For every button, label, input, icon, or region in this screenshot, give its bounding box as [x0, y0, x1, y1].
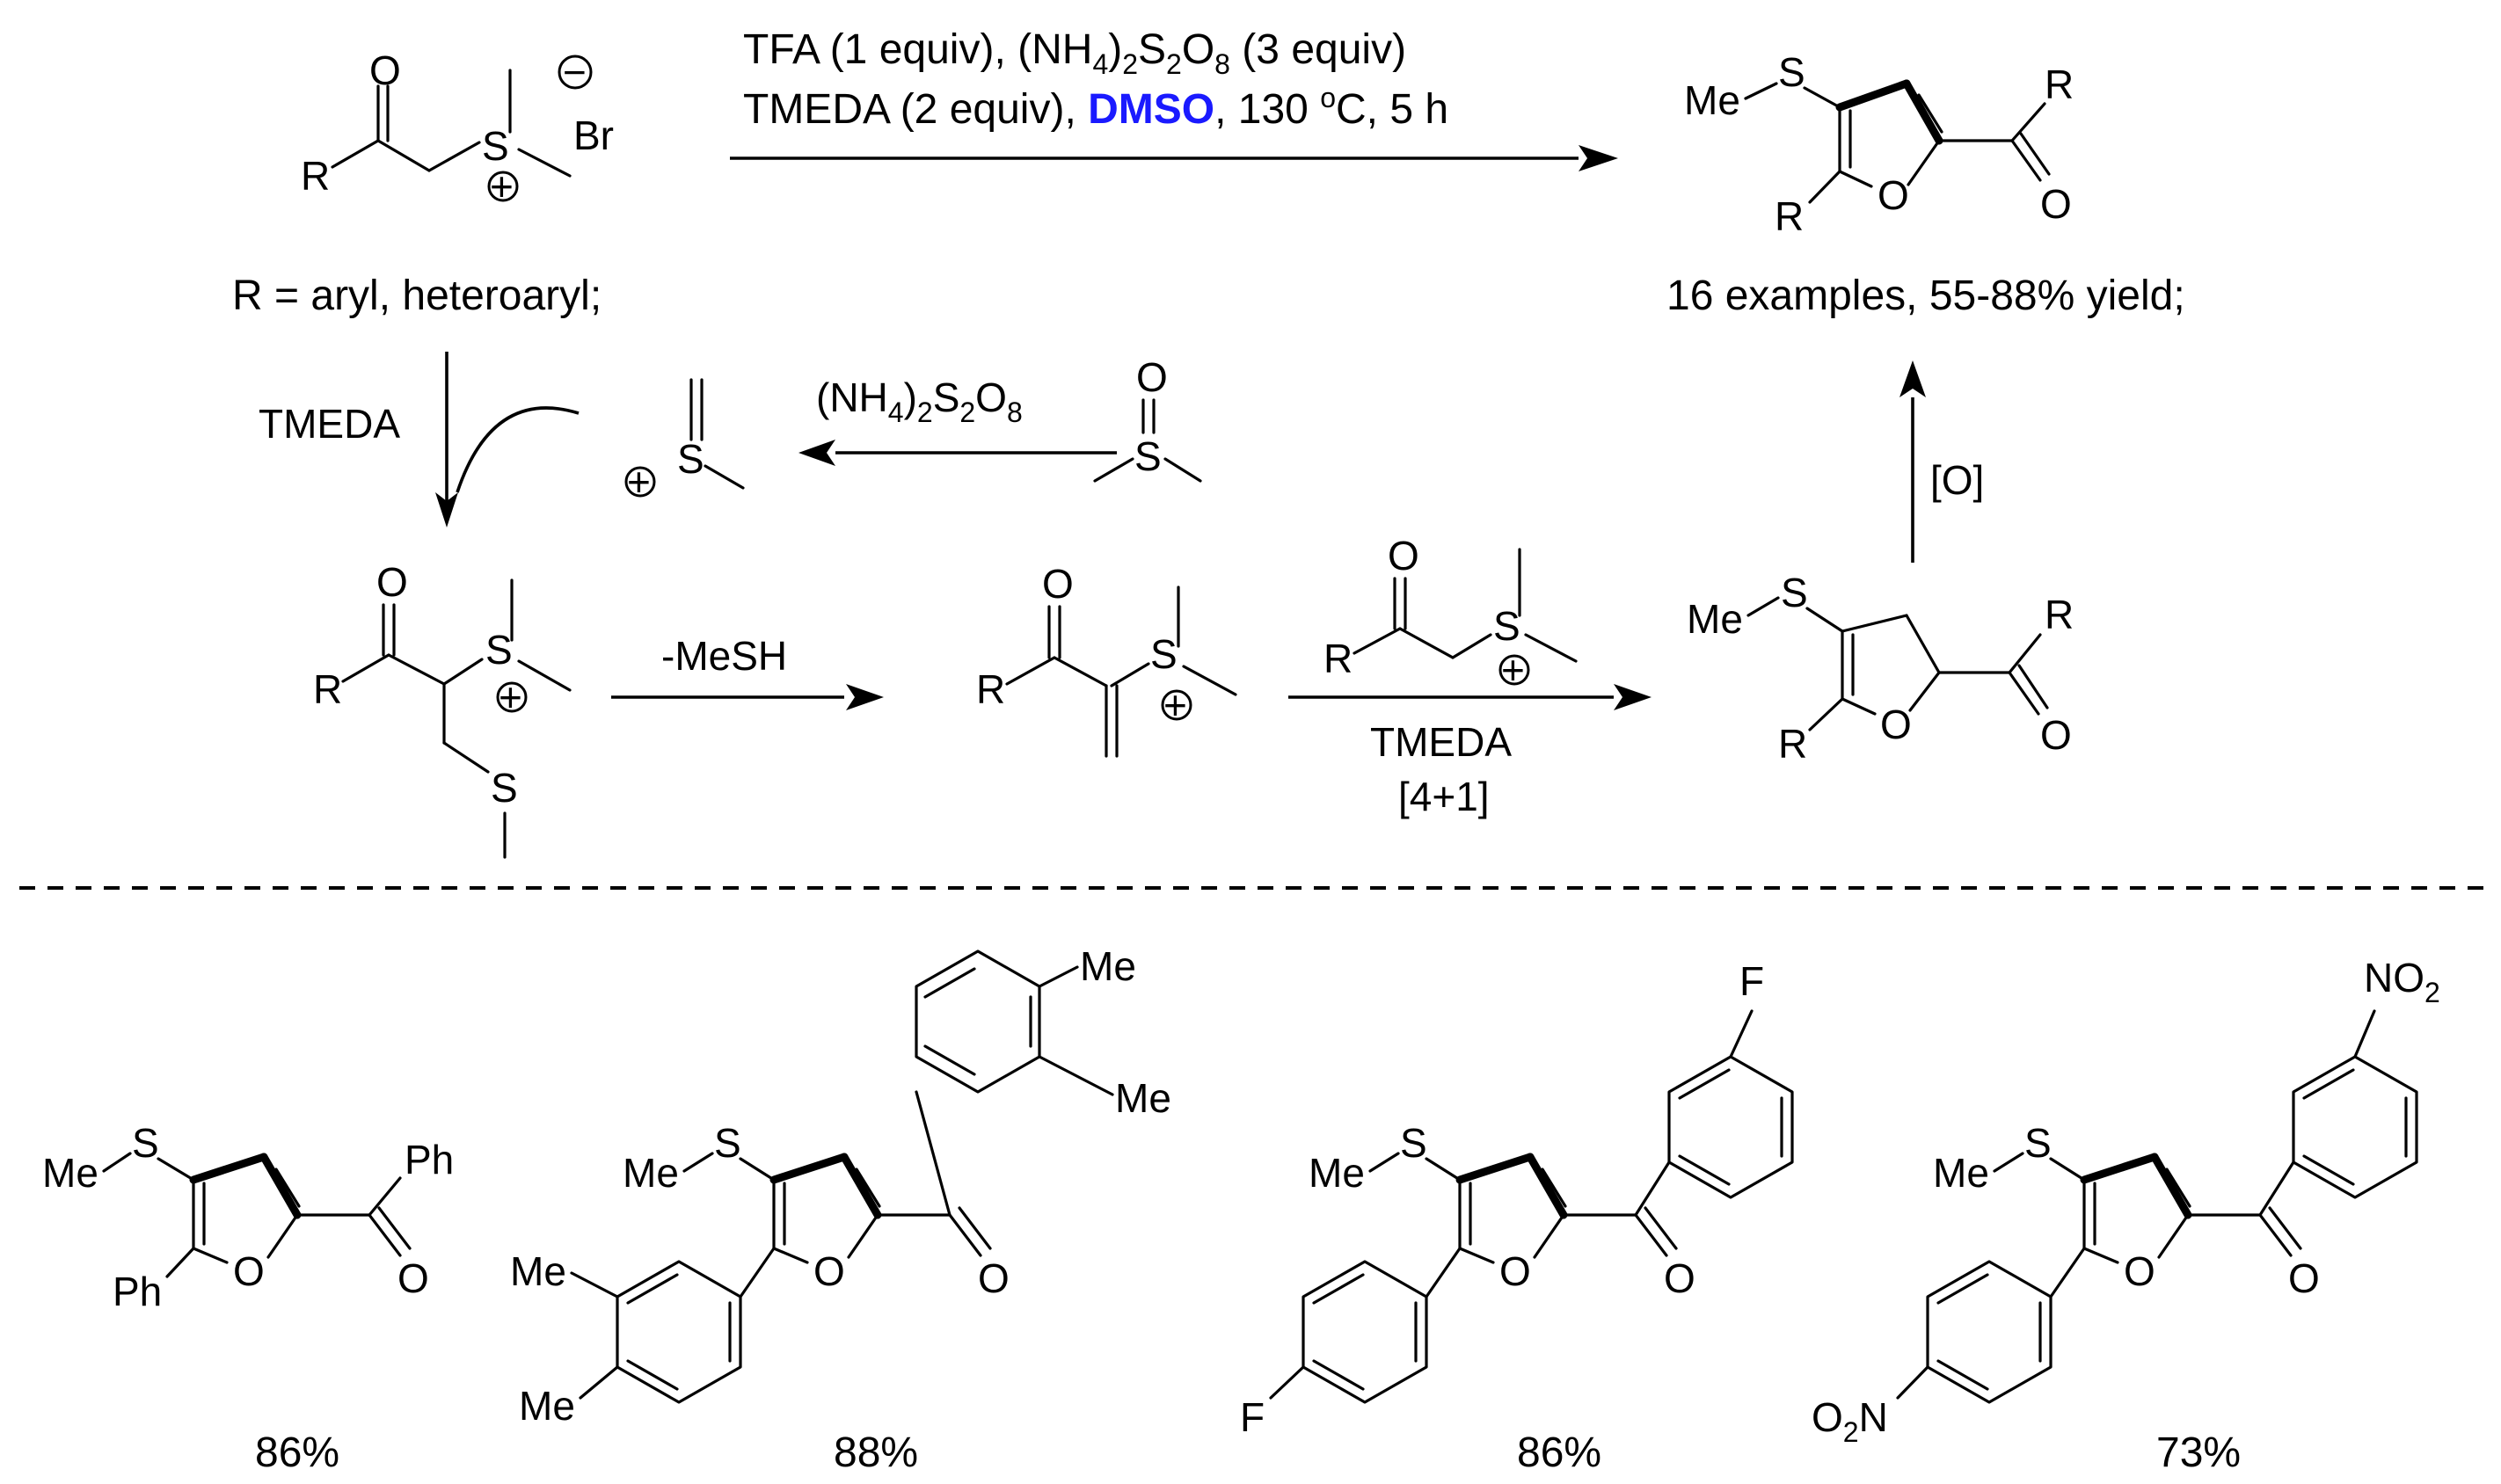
dmso-highlight: DMSO — [1088, 86, 1214, 133]
svg-text:S: S — [1781, 570, 1808, 615]
scope-summary: 16 examples, 55-88% yield; — [1666, 273, 2185, 319]
elimination-arrow: -MeSH — [611, 633, 884, 710]
svg-text:+: + — [490, 164, 514, 209]
yield-3: 86% — [1517, 1429, 1601, 1476]
conditions-sub: 4 — [1092, 48, 1108, 80]
svg-text:(NH4)2S2O8: (NH4)2S2O8 — [816, 375, 1023, 428]
conditions-line1-a: TFA (1 equiv), (NH — [743, 26, 1092, 73]
scope-product-4: Me S O O NO2 O2N 73% — [1812, 955, 2440, 1476]
svg-text:TMEDA: TMEDA — [259, 401, 400, 447]
svg-text:O: O — [2040, 181, 2072, 227]
conditions-text: TFA (1 equiv), (NH4)2S2O8 (3 equiv) TMED… — [743, 26, 1448, 133]
main-reaction-arrow — [730, 145, 1618, 171]
oxidation-arrow: [O] — [1899, 360, 1984, 563]
svg-text:O: O — [1499, 1248, 1531, 1294]
svg-text:+: + — [1501, 647, 1525, 693]
svg-text:Me: Me — [1684, 77, 1740, 123]
svg-text:Ph: Ph — [113, 1269, 162, 1314]
svg-text:O: O — [1880, 702, 1912, 747]
annulation-arrow: O R S + TMEDA [4+1] — [1288, 533, 1652, 819]
svg-text:F: F — [1240, 1394, 1265, 1440]
svg-text:+: + — [1163, 682, 1187, 728]
svg-text:Me: Me — [42, 1150, 98, 1196]
svg-text:R: R — [2045, 62, 2074, 107]
svg-text:O2N: O2N — [1812, 1394, 1888, 1448]
svg-text:Me: Me — [1933, 1150, 1989, 1196]
svg-text:O: O — [1042, 561, 1074, 607]
svg-text:O: O — [1878, 172, 1909, 218]
svg-text:Me: Me — [1309, 1150, 1365, 1196]
svg-text:O: O — [2124, 1248, 2155, 1294]
dihydrofuran-intermediate: Me S O R R O — [1687, 570, 2074, 767]
conditions-line2-a: TMEDA (2 equiv), — [743, 86, 1088, 133]
svg-text:O: O — [1664, 1255, 1695, 1301]
svg-text:S: S — [714, 1120, 741, 1166]
svg-text:O: O — [376, 559, 408, 605]
svg-text:F: F — [1739, 958, 1764, 1004]
yield-4: 73% — [2156, 1429, 2241, 1476]
svg-text:TFA (1 equiv), (NH4)2S2O8 (3 e: TFA (1 equiv), (NH4)2S2O8 (3 equiv) — [743, 26, 1406, 80]
svg-text:O: O — [369, 47, 401, 93]
svg-text:O: O — [813, 1248, 845, 1294]
svg-text:S: S — [1150, 631, 1178, 677]
svg-text:S: S — [491, 765, 518, 811]
substituent-note: R = aryl, heteroaryl; — [232, 273, 602, 319]
svg-text:NO2: NO2 — [2364, 955, 2440, 1008]
svg-text:R: R — [976, 666, 1005, 712]
svg-text:R: R — [2045, 592, 2074, 637]
svg-text:Me: Me — [623, 1150, 679, 1196]
svg-text:O: O — [2288, 1255, 2320, 1301]
svg-text:Me: Me — [519, 1383, 575, 1429]
svg-text:S: S — [132, 1120, 159, 1166]
svg-text:O: O — [1136, 354, 1168, 400]
scope-product-1: Me S O Ph Ph O 86% — [42, 1120, 454, 1476]
intermediate-a: O R S + S — [313, 559, 572, 859]
yield-1: 86% — [255, 1429, 339, 1476]
yield-2: 88% — [834, 1429, 918, 1476]
svg-text:R: R — [1323, 636, 1353, 681]
svg-text:R: R — [313, 666, 342, 712]
svg-text:+: + — [627, 459, 651, 505]
svg-text:R: R — [1778, 721, 1807, 767]
dmso-molecule: O S — [1093, 354, 1202, 483]
svg-text:Me: Me — [1115, 1075, 1171, 1121]
conditions-line1-b: ) — [1108, 26, 1122, 73]
svg-text:O: O — [397, 1255, 429, 1301]
svg-text:S: S — [1400, 1120, 1427, 1166]
svg-text:TMEDA (2 equiv), DMSO, 130 oC,: TMEDA (2 equiv), DMSO, 130 oC, 5 h — [743, 82, 1448, 133]
svg-text:O: O — [233, 1248, 265, 1294]
svg-text:Ph: Ph — [405, 1137, 454, 1182]
svg-text:Me: Me — [1080, 943, 1136, 989]
svg-text:S: S — [1778, 49, 1805, 95]
svg-text:Me: Me — [510, 1248, 566, 1294]
svg-text:S: S — [1493, 603, 1520, 649]
svg-text:O: O — [1388, 533, 1419, 578]
svg-text:-MeSH: -MeSH — [661, 633, 787, 679]
svg-text:[4+1]: [4+1] — [1398, 774, 1490, 819]
activated-dmso: S + — [624, 378, 745, 505]
svg-text:R: R — [301, 153, 330, 199]
scope-product-3: Me S O O F F 86% — [1240, 958, 1794, 1476]
svg-text:O: O — [2040, 712, 2072, 758]
svg-text:S: S — [482, 123, 509, 169]
intermediate-b: O R S + — [976, 561, 1237, 758]
svg-text:TMEDA: TMEDA — [1370, 719, 1512, 765]
svg-text:S: S — [1134, 433, 1162, 479]
scope-product-2: Me S O O Me Me Me Me 88% — [510, 943, 1171, 1476]
svg-text:S: S — [485, 627, 513, 673]
svg-text:S: S — [2024, 1120, 2052, 1166]
svg-text:−: − — [563, 49, 587, 95]
svg-text:[O]: [O] — [1930, 457, 1984, 503]
persulfate-arrow: (NH4)2S2O8 — [798, 375, 1117, 466]
svg-text:O: O — [978, 1255, 1010, 1301]
sulfonium-salt: R O S + − Br — [301, 47, 614, 209]
svg-text:+: + — [499, 674, 522, 720]
tmeda-arrow: TMEDA — [259, 352, 580, 527]
svg-text:Me: Me — [1687, 596, 1743, 642]
product-furan: Me S O R R O — [1684, 49, 2074, 239]
svg-text:Br: Br — [573, 113, 614, 158]
svg-text:R: R — [1775, 193, 1804, 239]
svg-text:S: S — [677, 436, 704, 482]
